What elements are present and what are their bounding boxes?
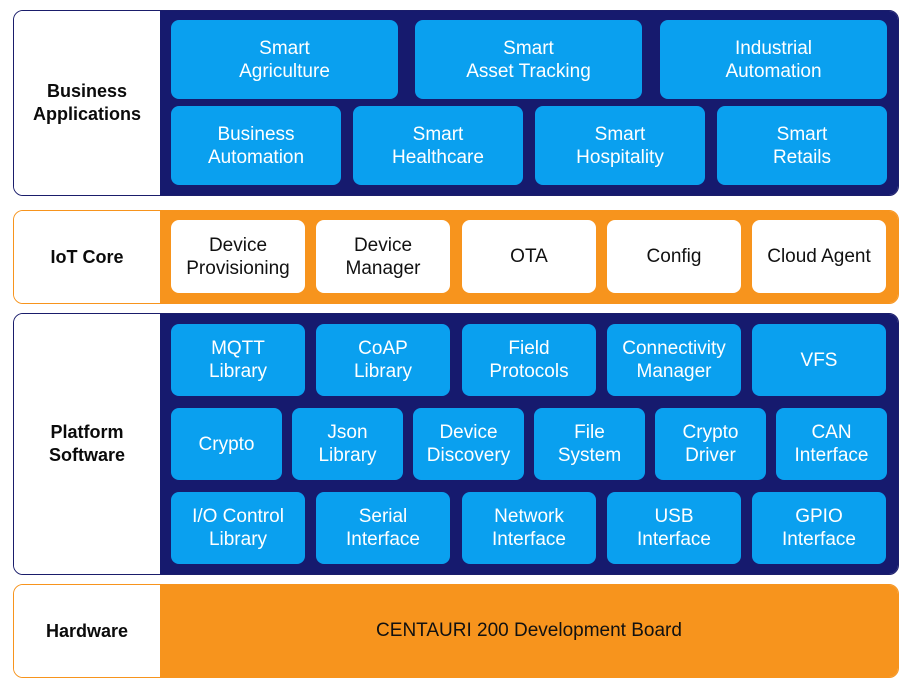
box-file-system: File System <box>534 408 645 480</box>
board-name: CENTAURI 200 Development Board <box>376 620 682 641</box>
platform-software-layer: Platform Software MQTT Library CoAP Libr… <box>13 313 899 575</box>
business-applications-layer: Business Applications Smart Agriculture … <box>13 10 899 196</box>
box-smart-asset-tracking: Smart Asset Tracking <box>415 20 642 99</box>
iot-core-panel: Device Provisioning Device Manager OTA C… <box>160 211 898 303</box>
box-crypto: Crypto <box>171 408 282 480</box>
layer-label-hardware: Hardware <box>14 585 160 677</box>
box-gpio-interface: GPIO Interface <box>752 492 886 564</box>
box-smart-agriculture: Smart Agriculture <box>171 20 398 99</box>
box-connectivity-manager: Connectivity Manager <box>607 324 741 396</box>
box-io-control-library: I/O Control Library <box>171 492 305 564</box>
platform-software-panel: MQTT Library CoAP Library Field Protocol… <box>160 314 898 574</box>
box-usb-interface: USB Interface <box>607 492 741 564</box>
box-device-provisioning: Device Provisioning <box>171 220 305 293</box>
box-mqtt-library: MQTT Library <box>171 324 305 396</box>
layer-label-iot-core: IoT Core <box>14 211 160 303</box>
box-smart-retails: Smart Retails <box>717 106 887 185</box>
layer-label-business-applications: Business Applications <box>14 11 160 195</box>
box-ota: OTA <box>462 220 596 293</box>
box-device-manager: Device Manager <box>316 220 450 293</box>
box-network-interface: Network Interface <box>462 492 596 564</box>
box-config: Config <box>607 220 741 293</box>
box-coap-library: CoAP Library <box>316 324 450 396</box>
box-device-discovery: Device Discovery <box>413 408 524 480</box>
box-vfs: VFS <box>752 324 886 396</box>
box-crypto-driver: Crypto Driver <box>655 408 766 480</box>
business-applications-panel: Smart Agriculture Smart Asset Tracking I… <box>160 11 898 195</box>
box-industrial-automation: Industrial Automation <box>660 20 887 99</box>
layer-label-platform-software: Platform Software <box>14 314 160 574</box>
box-serial-interface: Serial Interface <box>316 492 450 564</box>
box-json-library: Json Library <box>292 408 403 480</box>
box-cloud-agent: Cloud Agent <box>752 220 886 293</box>
iot-core-layer: IoT Core Device Provisioning Device Mana… <box>13 210 899 304</box>
box-field-protocols: Field Protocols <box>462 324 596 396</box>
hardware-panel: CENTAURI 200 Development Board <box>160 585 898 677</box>
box-smart-hospitality: Smart Hospitality <box>535 106 705 185</box>
box-business-automation: Business Automation <box>171 106 341 185</box>
box-smart-healthcare: Smart Healthcare <box>353 106 523 185</box>
box-can-interface: CAN Interface <box>776 408 887 480</box>
hardware-layer: Hardware CENTAURI 200 Development Board <box>13 584 899 678</box>
